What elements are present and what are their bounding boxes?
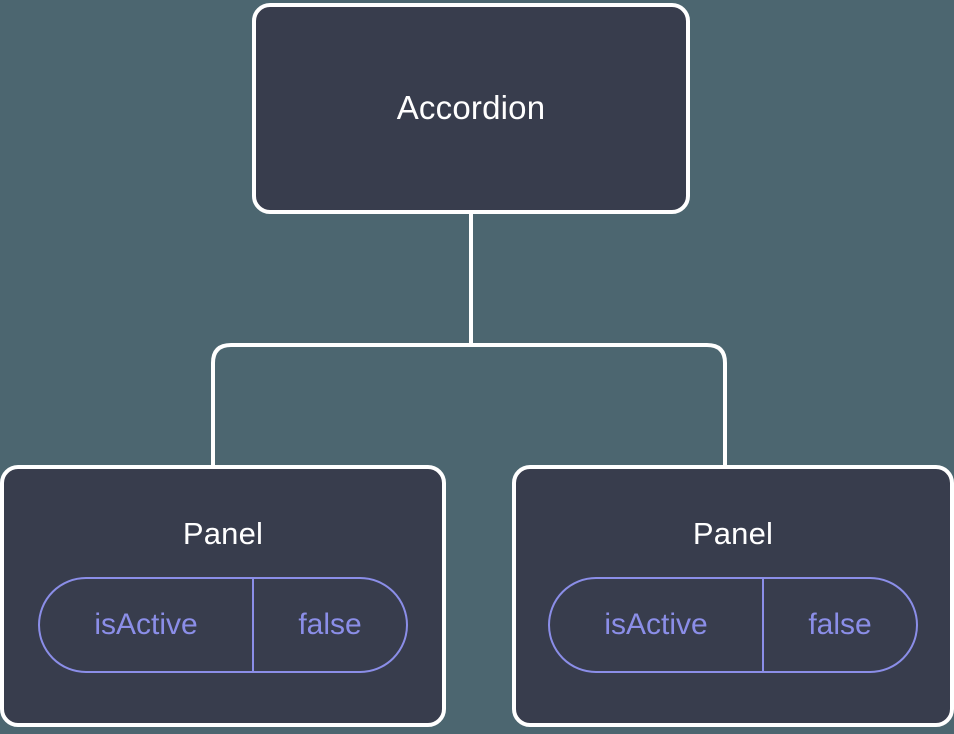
node-panel-2-label: Panel xyxy=(692,516,774,551)
state-badge-key: isActive xyxy=(94,608,198,642)
node-accordion-label: Accordion xyxy=(396,89,546,127)
node-panel-1[interactable]: Panel isActive false xyxy=(0,465,446,727)
connector-child-bus xyxy=(211,343,727,467)
state-badge-divider xyxy=(252,579,254,672)
node-accordion[interactable]: Accordion xyxy=(252,3,690,214)
state-badge-value: false xyxy=(298,608,362,642)
state-badge-panel-1[interactable]: isActive false xyxy=(38,577,408,674)
state-badge-divider xyxy=(762,579,764,672)
state-badge-key: isActive xyxy=(604,608,708,642)
state-badge-panel-2[interactable]: isActive false xyxy=(548,577,918,674)
node-panel-1-label: Panel xyxy=(182,516,264,551)
state-badge-value: false xyxy=(808,608,872,642)
node-panel-2[interactable]: Panel isActive false xyxy=(512,465,954,727)
